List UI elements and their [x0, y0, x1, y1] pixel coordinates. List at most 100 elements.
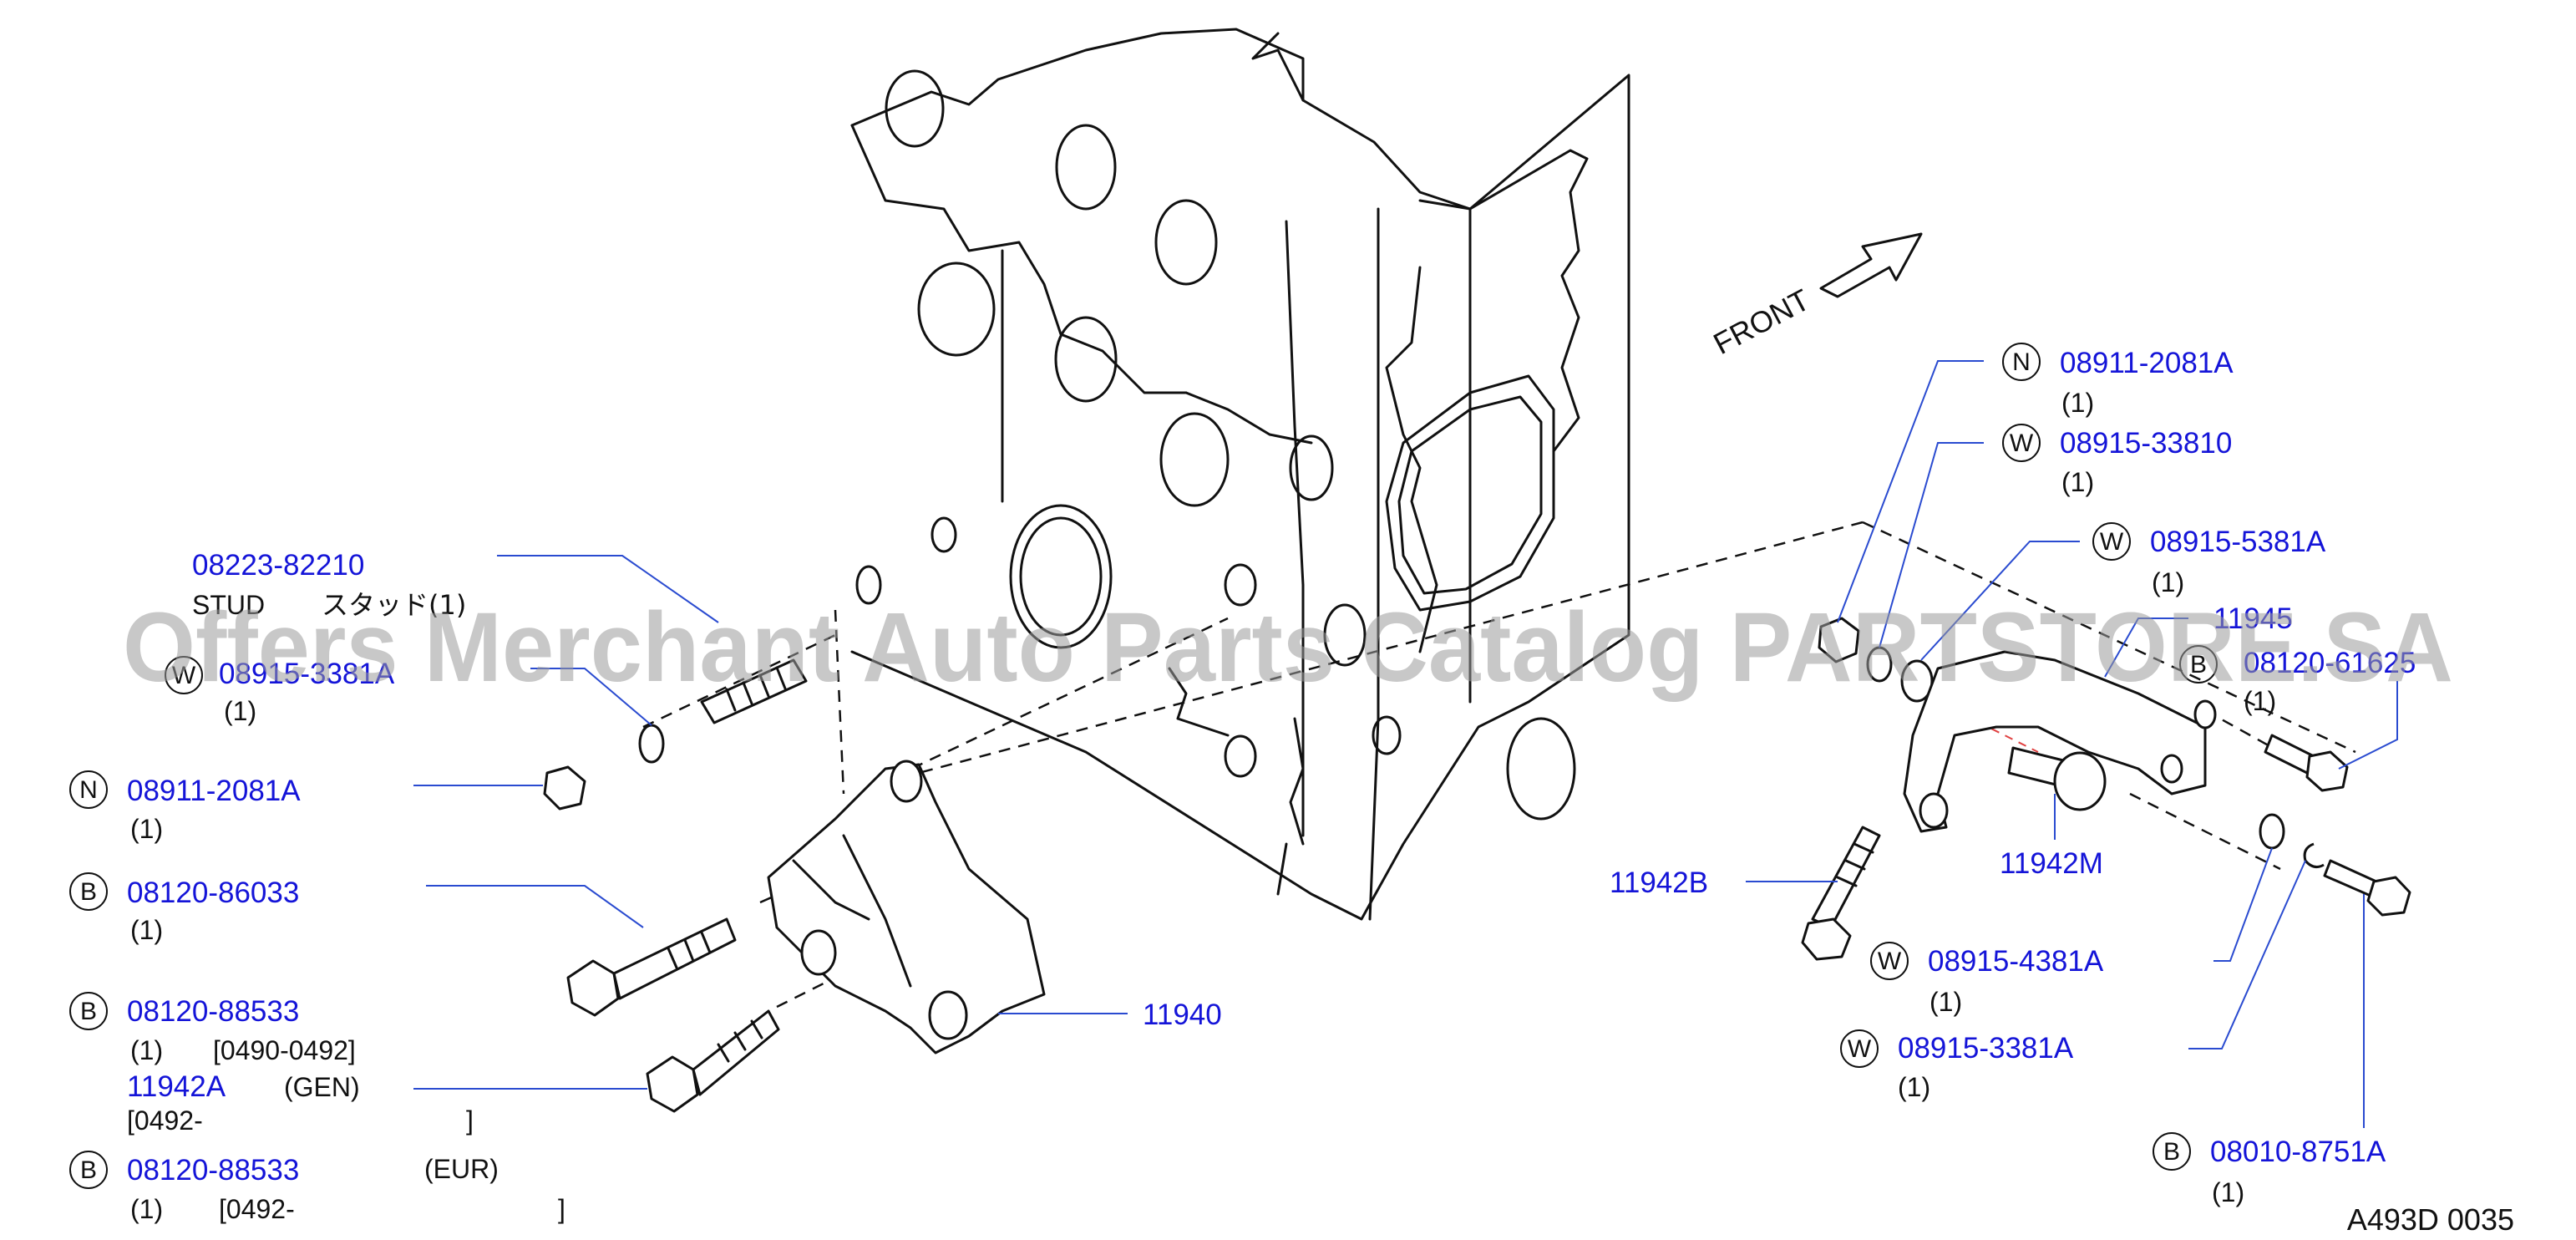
part-qty: (1)	[130, 915, 163, 945]
symbol-circle	[2153, 1132, 2191, 1171]
label-washer-left[interactable]: W 08915-3381A (1)	[165, 656, 395, 726]
part-qty: (1)	[2061, 467, 2094, 497]
part-number[interactable]: 08915-33810	[2060, 427, 2232, 460]
part-range-open: [0492-	[219, 1194, 295, 1224]
part-number[interactable]: 08120-88533	[127, 1154, 299, 1187]
label-nut-right[interactable]: N 08911-2081A (1)	[2002, 343, 2234, 418]
symbol-circle	[69, 1151, 108, 1189]
part-range-close: ]	[466, 1105, 474, 1136]
label-washer-right-e[interactable]: W 08915-3381A (1)	[1840, 1029, 2074, 1102]
label-bolt-88533-gen[interactable]: B 08120-88533 (1) [0490-0492]	[69, 992, 356, 1065]
part-number[interactable]: 08120-86033	[127, 877, 299, 909]
label-bolt-8751A[interactable]: B 08010-8751A (1)	[2153, 1132, 2386, 1207]
symbol-letter: B	[80, 878, 97, 906]
engine-block	[850, 28, 1630, 921]
label-bolt-86033[interactable]: B 08120-86033 (1)	[69, 872, 299, 945]
symbol-letter: B	[2190, 651, 2207, 678]
symbol-circle	[2002, 424, 2041, 462]
symbol-circle	[69, 872, 108, 911]
symbol-letter: W	[1848, 1035, 1872, 1063]
label-bracket-11945[interactable]: 11945	[2213, 602, 2293, 635]
part-note: (GEN)	[284, 1072, 360, 1102]
label-bracket-gen[interactable]: 11942A (GEN) [0492- ]	[127, 1070, 474, 1136]
part-number[interactable]: 11945	[2213, 602, 2293, 635]
part-qty: (1)	[2061, 388, 2094, 418]
label-bolt-61625[interactable]: B 08120-61625 (1)	[2179, 645, 2416, 716]
bolt-61625	[2264, 734, 2349, 792]
nut-right	[1818, 617, 1860, 663]
left-bracket-assembly	[543, 521, 1864, 1113]
symbol-circle	[2092, 522, 2131, 561]
symbol-letter: W	[1878, 948, 1902, 975]
part-number[interactable]: 08911-2081A	[2060, 347, 2234, 379]
bolt-88533	[646, 1009, 780, 1113]
symbol-circle	[1870, 942, 1909, 980]
label-bracket-11940[interactable]: 11940	[1143, 999, 1222, 1031]
symbol-letter: B	[80, 1156, 97, 1184]
part-number[interactable]: 11942A	[127, 1070, 226, 1103]
part-range-close: ]	[558, 1194, 565, 1224]
symbol-circle	[1840, 1029, 1879, 1068]
part-range: [0490-0492]	[213, 1035, 356, 1065]
part-number[interactable]: 08915-3381A	[219, 658, 395, 690]
symbol-circle	[2002, 343, 2041, 381]
symbol-letter: B	[2163, 1138, 2180, 1166]
front-label: FRONT	[1708, 282, 1816, 361]
right-bracket-assembly	[1801, 521, 2411, 961]
part-number[interactable]: 11942M	[2000, 847, 2103, 880]
symbol-letter: B	[80, 998, 97, 1025]
label-washer-right-d[interactable]: W 08915-4381A (1)	[1870, 942, 2104, 1017]
symbol-circle	[165, 656, 203, 694]
part-qty: (1)	[1898, 1072, 1930, 1102]
label-washer-right-b[interactable]: W 08915-33810 (1)	[2002, 424, 2232, 497]
label-bolt-88533-eur[interactable]: B 08120-88533 (EUR) (1) [0492- ]	[69, 1151, 565, 1224]
part-number[interactable]: 08911-2081A	[127, 775, 301, 807]
bolt-11942B	[1801, 826, 1881, 961]
bolt-86033	[566, 917, 737, 1017]
bolt-8751A	[2323, 859, 2411, 917]
washer-left	[638, 724, 665, 764]
part-number[interactable]: 08120-61625	[2244, 647, 2416, 679]
part-qty: (1)	[130, 1194, 163, 1224]
part-number[interactable]: 08010-8751A	[2210, 1136, 2386, 1168]
symbol-circle	[69, 770, 108, 809]
part-number[interactable]: 08915-5381A	[2150, 526, 2326, 558]
part-number[interactable]: 11940	[1143, 999, 1222, 1031]
label-washer-right-c[interactable]: W 08915-5381A (1)	[2092, 522, 2326, 597]
part-note: (EUR)	[424, 1154, 499, 1184]
part-number[interactable]: 08223-82210	[192, 549, 364, 582]
stud	[700, 658, 808, 724]
nut-left	[543, 765, 586, 811]
label-bolt-11942B[interactable]: 11942B	[1610, 866, 1708, 899]
lockwasher-right	[2303, 842, 2325, 869]
part-desc: STUD	[192, 590, 265, 620]
symbol-circle	[69, 992, 108, 1030]
leader-lines	[413, 360, 2398, 1128]
washer-right-c	[2259, 813, 2285, 850]
label-stud[interactable]: 08223-82210 STUD スタッド(1)	[192, 549, 466, 621]
part-qty: (1)	[2244, 686, 2276, 716]
diagram-code: A493D 0035	[2347, 1202, 2514, 1237]
symbol-letter: W	[2010, 429, 2034, 457]
part-qty: (1)	[224, 696, 256, 726]
part-qty: (1)	[2212, 1177, 2244, 1207]
part-qty: (1)	[130, 1035, 163, 1065]
symbol-letter: W	[2100, 528, 2124, 556]
spacer-11942M	[2007, 746, 2107, 811]
symbol-letter: W	[172, 662, 196, 689]
part-number[interactable]: 08915-3381A	[1898, 1032, 2074, 1065]
part-number[interactable]: 11942B	[1610, 866, 1708, 899]
part-number[interactable]: 08915-4381A	[1928, 945, 2104, 978]
watermark: Offers Merchant Auto Parts Catalog PARTS…	[123, 592, 2453, 703]
part-number[interactable]: 08120-88533	[127, 995, 299, 1028]
part-desc-jp: スタッド(1)	[322, 589, 466, 621]
front-arrow: FRONT	[1708, 232, 1923, 361]
part-qty: (1)	[130, 814, 163, 844]
label-spacer-11942M[interactable]: 11942M	[2000, 847, 2103, 880]
part-qty: (1)	[1929, 987, 1962, 1017]
part-qty: (1)	[2152, 567, 2184, 597]
label-nut-left[interactable]: N 08911-2081A (1)	[69, 770, 301, 844]
symbol-letter: N	[79, 776, 98, 804]
bracket-11940	[767, 760, 1046, 1055]
